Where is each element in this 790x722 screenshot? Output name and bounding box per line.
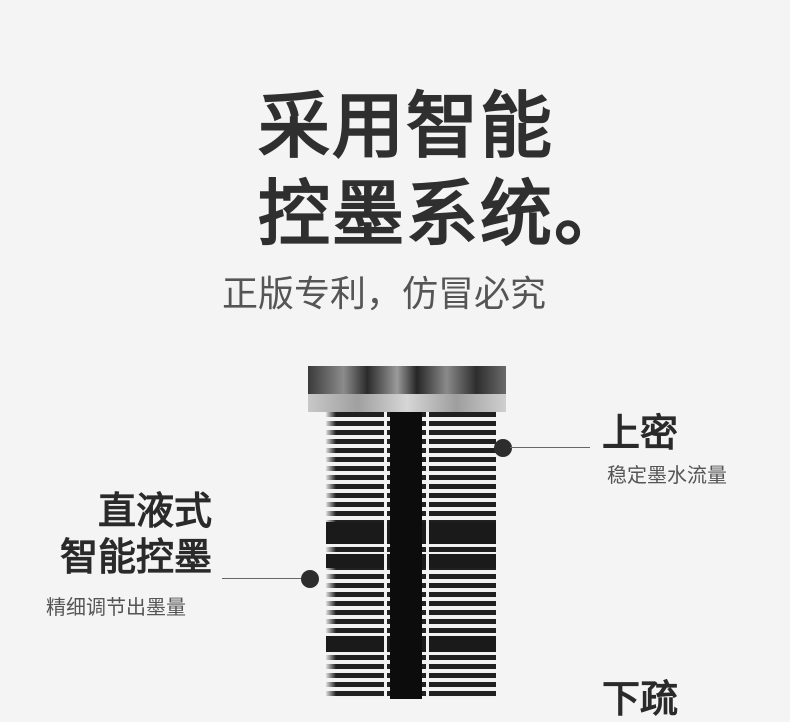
pen-refill-illustration xyxy=(308,366,506,699)
lower-callout-title: 下疏 xyxy=(602,677,679,721)
refill-cap-ring xyxy=(308,394,506,412)
upper-callout-desc: 稳定墨水流量 xyxy=(607,463,727,487)
refill-cap xyxy=(308,366,506,394)
headline: 采用智能 控墨系统。 xyxy=(258,82,678,258)
refill-groove xyxy=(384,412,387,699)
left-callout-title-line-2: 智能控墨 xyxy=(59,535,212,579)
refill-groove xyxy=(426,412,429,699)
upper-callout-line xyxy=(510,447,590,448)
headline-line-1: 采用智能 xyxy=(258,84,555,168)
left-callout-dot xyxy=(301,570,319,588)
left-callout-desc: 精细调节出墨量 xyxy=(46,595,186,619)
refill-ink-core xyxy=(390,412,422,699)
left-callout-line xyxy=(222,578,308,579)
upper-callout-dot xyxy=(494,439,512,457)
patent-subline: 正版专利，仿冒必究 xyxy=(222,274,547,315)
left-callout-title-line-1: 直液式 xyxy=(97,489,212,533)
upper-callout-title: 上密 xyxy=(602,411,679,455)
left-callout-title: 直液式 智能控墨 xyxy=(60,488,212,580)
headline-line-2: 控墨系统。 xyxy=(258,172,629,256)
